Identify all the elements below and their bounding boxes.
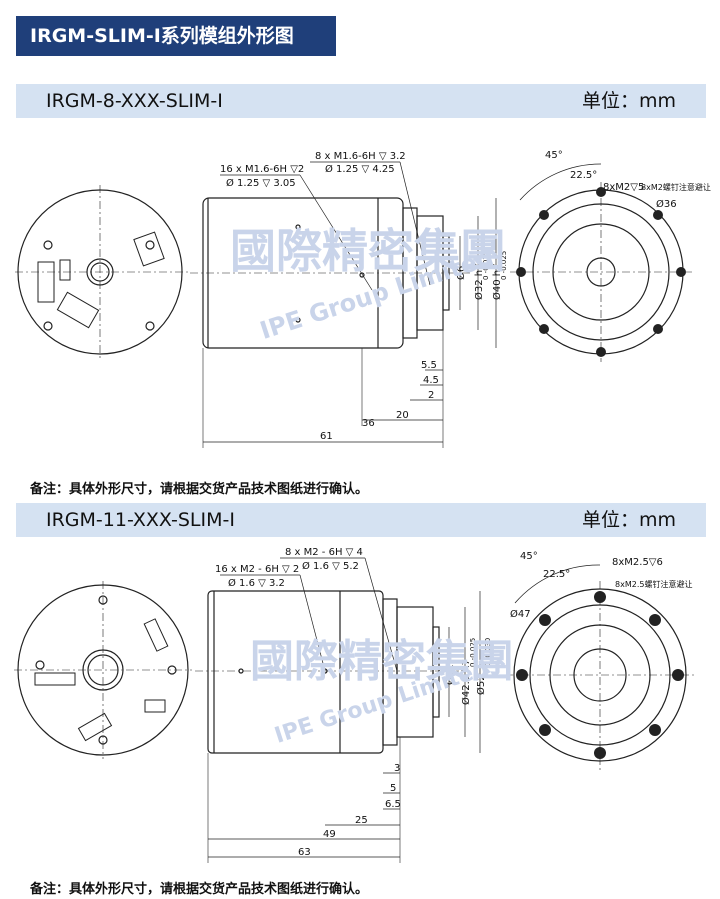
drawing-irgm-8: 16 x M1.6-6H ▽2 Ø 1.25 ▽ 3.05 8 x M1.6-6… [15, 150, 711, 448]
angle-22: 22.5° [570, 170, 597, 181]
dim-v-3: Ø52 [475, 674, 487, 695]
dim-h-2: 5 [390, 783, 396, 794]
drawing-irgm-11: 16 x M2 - 6H ▽ 2 Ø 1.6 ▽ 3.2 8 x M2 - 6H… [14, 547, 695, 863]
unit-label: 单位：mm [581, 90, 676, 112]
dim-h-5: 36 [362, 418, 375, 429]
dim-h-3: 5.5 [421, 360, 437, 371]
note-1: 备注：具体外形尺寸，请根据交货产品技术图纸进行确认。 [30, 482, 369, 497]
model-name: IRGM-11-XXX-SLIM-I [46, 509, 235, 531]
right-note: 8xM2.5螺钉注意避让 [615, 579, 692, 589]
callout-a-line1: 16 x M2 - 6H ▽ 2 [215, 564, 299, 575]
dim-h-4: 25 [355, 815, 368, 826]
tol-2: 0 -0.030 [484, 638, 492, 667]
callout-b-line2: Ø 1.6 ▽ 5.2 [302, 560, 359, 572]
dim-h-3: 6.5 [385, 799, 401, 810]
callout-a-line2: Ø 1.25 ▽ 3.05 [226, 177, 296, 189]
callout-a-line1: 16 x M1.6-6H ▽2 [220, 164, 304, 175]
watermark-cn: 國際精密集團 [230, 224, 506, 278]
right-callout: 8xM2▽5 [603, 182, 644, 193]
watermark-cn: 國際精密集團 [250, 636, 514, 687]
dim-h-2: 4.5 [423, 375, 439, 386]
page-title: IRGM-SLIM-I系列模组外形图 [16, 16, 336, 56]
note-2: 备注：具体外形尺寸，请根据交货产品技术图纸进行确认。 [30, 882, 369, 897]
dim-v-3: Ø40 h7 [491, 264, 503, 300]
callout-b-line1: 8 x M2 - 6H ▽ 4 [285, 547, 363, 558]
section-header-1: IRGM-8-XXX-SLIM-I 单位：mm [16, 84, 706, 118]
callout-b-line2: Ø 1.25 ▽ 4.25 [325, 163, 395, 175]
outer-diameter: Ø47 [510, 608, 531, 620]
right-callout: 8xM2.5▽6 [612, 557, 663, 568]
angle-22: 22.5° [543, 569, 570, 580]
right-note: 8xM2螺钉注意避让 [641, 182, 711, 192]
dim-h-6: 63 [298, 847, 311, 858]
unit-label: 单位：mm [581, 509, 676, 531]
tol-2: 0 -0.025 [500, 251, 508, 280]
model-name: IRGM-8-XXX-SLIM-I [46, 90, 223, 112]
tol-1: 0 -0.025 [469, 638, 477, 667]
dim-h-1: 2 [428, 390, 434, 401]
angle-45: 45° [520, 551, 538, 562]
dim-v-2: Ø42.5 h7 [460, 659, 472, 705]
dim-h-5: 49 [323, 829, 336, 840]
angle-45: 45° [545, 150, 563, 161]
callout-a-line2: Ø 1.6 ▽ 3.2 [228, 577, 285, 589]
dim-v-2: Ø32 h7 [473, 264, 485, 300]
dim-v-1: Ø12 [444, 664, 456, 685]
callout-b-line1: 8 x M1.6-6H ▽ 3.2 [315, 151, 406, 162]
dim-h-6: 61 [320, 431, 333, 442]
dim-v-1: Ø6 [455, 266, 467, 280]
tol-1: 0 -0.025 [482, 251, 490, 280]
outer-diameter: Ø36 [656, 198, 677, 210]
dim-h-1: 3 [394, 763, 400, 774]
dim-h-4: 20 [396, 410, 409, 421]
section-header-2: IRGM-11-XXX-SLIM-I 单位：mm [16, 503, 706, 537]
